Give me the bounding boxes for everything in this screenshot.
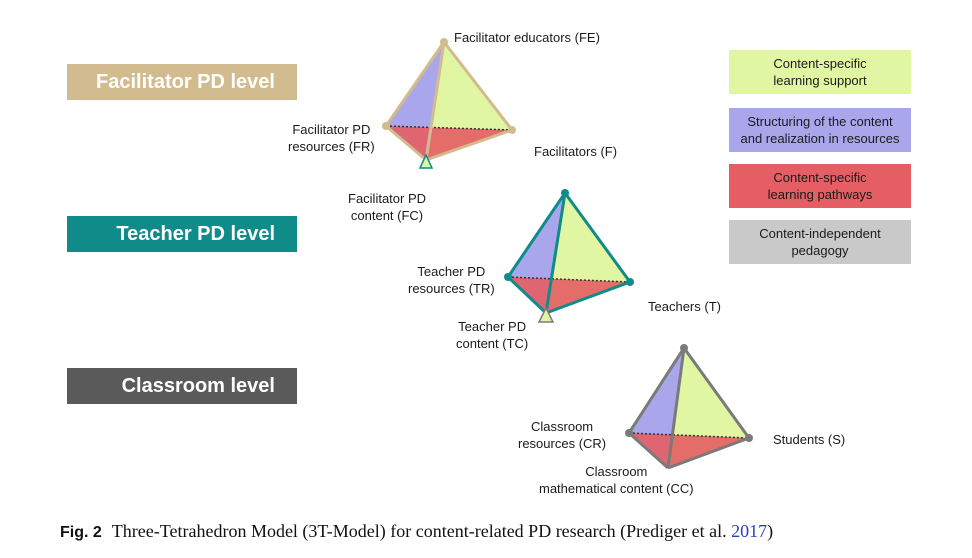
label-facilitator-pd-content: Facilitator PD content (FC) xyxy=(348,191,427,223)
facilitator-level-bar: Facilitator PD level xyxy=(67,64,297,100)
teacher-tetrahedron xyxy=(504,189,634,323)
classroom-tetrahedron xyxy=(625,344,753,470)
classroom-level-bar: Classroom level xyxy=(67,368,297,404)
teacher-mini-tetra-icon xyxy=(537,306,555,323)
figure-number: Fig. 2 xyxy=(60,524,102,541)
label-classroom-resources: Classroom resources (CR) xyxy=(518,419,607,451)
label-students: Students (S) xyxy=(773,432,846,447)
label-classroom-mathematical-content: Classroom mathematical content (CC) xyxy=(539,464,694,496)
legend-learning-pathways: Content-specific learning pathways xyxy=(729,164,911,208)
label-facilitators: Facilitators (F) xyxy=(534,144,618,159)
legend-structuring: Structuring of the content and realizati… xyxy=(729,108,911,152)
label-teacher-pd-resources: Teacher PD resources (TR) xyxy=(408,264,495,296)
figure-caption: Fig. 2 Three-Tetrahedron Model (3T-Model)… xyxy=(60,521,773,542)
facilitator-tetrahedron xyxy=(382,38,516,169)
label-facilitator-educators: Facilitator educators (FE) xyxy=(454,30,600,45)
legend-learning-support: Content-specific learning support xyxy=(729,50,911,94)
label-facilitator-pd-resources: Facilitator PD resources (FR) xyxy=(288,122,375,154)
facilitator-mini-tetra-icon xyxy=(418,153,434,169)
teacher-level-bar: Teacher PD level xyxy=(67,216,297,252)
legend-pedagogy: Content-independent pedagogy xyxy=(729,220,911,264)
label-teachers: Teachers (T) xyxy=(648,299,721,314)
label-teacher-pd-content: Teacher PD content (TC) xyxy=(456,319,529,351)
caption-citation-year-link[interactable]: 2017 xyxy=(731,521,768,541)
caption-close: ) xyxy=(767,521,774,541)
caption-text: Three-Tetrahedron Model (3T-Model) for c… xyxy=(111,521,732,541)
